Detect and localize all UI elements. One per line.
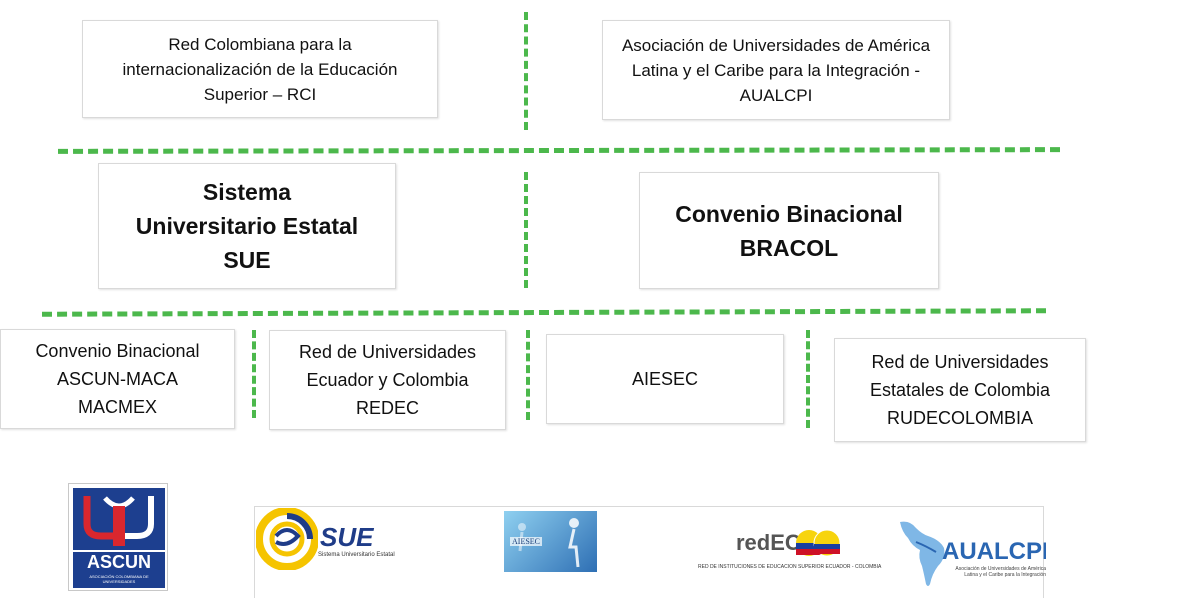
redec-logo: redEC RED DE INSTITUCIONES DE EDUCACIÓN … [698,524,894,576]
sue-logo-subtitle: Sistema Universitario Estatal [318,552,395,558]
connector-vertical-bottom-2 [526,330,530,420]
aiesec-banner-icon [518,518,580,568]
sue-logo: SUE Sistema Universitario Estatal [256,508,396,570]
node-ascun-maca: Convenio Binacional ASCUN-MACA MACMEX [0,329,235,429]
node-aiesec: AIESEC [546,334,784,424]
sue-logo-name: SUE [320,522,374,552]
redec-flags-icon [796,529,840,557]
aiesec-logo-name: AIESEC [510,537,542,546]
aiesec-logo: AIESEC [504,511,597,572]
connector-vertical-bottom-1 [252,330,256,418]
ascun-emblem-icon [73,488,165,588]
node-sue: Sistema Universitario Estatal SUE [98,163,396,289]
connector-horizontal-bottom [41,308,1047,317]
connector-horizontal-top [57,147,1061,154]
aualcpi-logo-name: AUALCPI [942,538,1046,565]
connector-vertical-top [524,12,528,130]
ascun-logo-subtitle: ASOCIACIÓN COLOMBIANA DE UNIVERSIDADES [89,574,149,584]
ascun-logo: ASCUN ASOCIACIÓN COLOMBIANA DE UNIVERSID… [68,483,168,591]
aualcpi-logo-subtitle: Asociación de Universidades de América L… [955,566,1046,578]
node-bracol: Convenio Binacional BRACOL [639,172,939,289]
connector-vertical-middle [524,172,528,288]
aualcpi-logo: AUALCPI Asociación de Universidades de A… [896,518,1046,590]
redec-logo-subtitle: RED DE INSTITUCIONES DE EDUCACIÓN SUPERI… [698,564,882,570]
latin-america-map-icon [900,521,945,586]
redec-logo-name: redEC [736,530,801,555]
node-aualcpi: Asociación de Universidades de América L… [602,20,950,120]
logo-strip [254,506,1044,598]
sue-swirl-icon [256,508,318,570]
node-redec: Red de Universidades Ecuador y Colombia … [269,330,506,430]
connector-vertical-bottom-3 [806,330,810,428]
node-rudecolombia: Red de Universidades Estatales de Colomb… [834,338,1086,442]
ascun-logo-name: ASCUN [86,552,151,572]
node-rci: Red Colombiana para la internacionalizac… [82,20,438,118]
